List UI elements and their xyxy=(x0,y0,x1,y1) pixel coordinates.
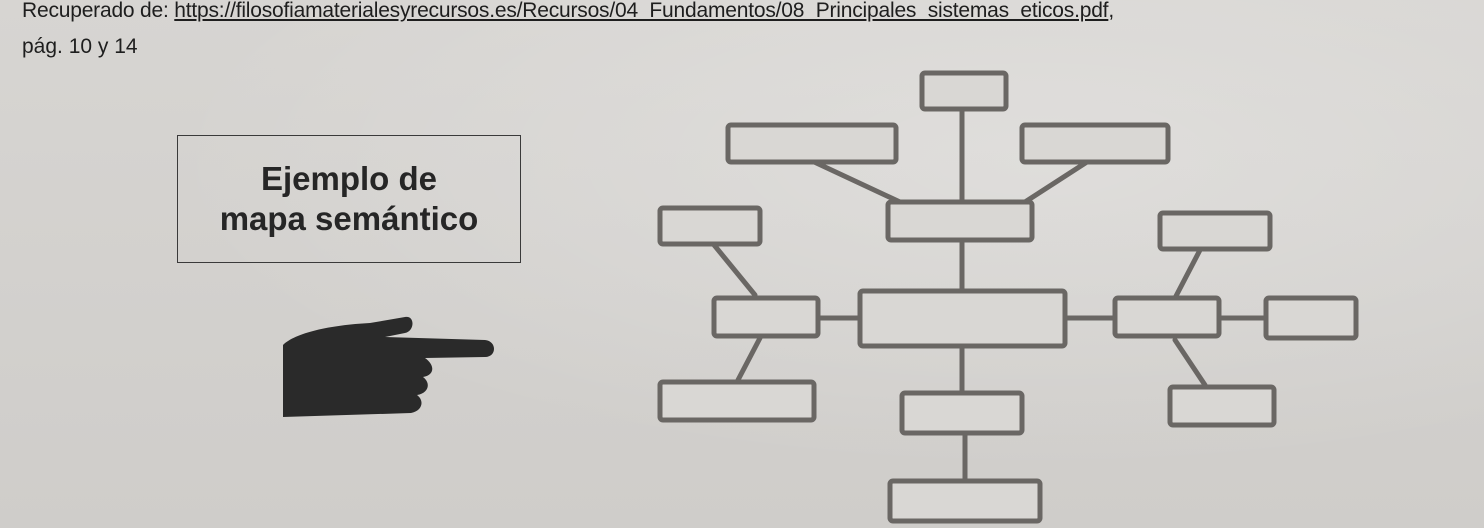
connector-top-right xyxy=(1022,157,1093,205)
connector-left-lower xyxy=(735,335,763,383)
source-citation: Recuperado de: https://filosofiamaterial… xyxy=(22,0,1114,24)
semantic-map-diagram xyxy=(657,70,1359,524)
page-reference: pág. 10 y 14 xyxy=(22,35,138,58)
source-suffix: , xyxy=(1108,0,1114,22)
map-box-left-upper xyxy=(657,205,763,247)
map-box-bottom xyxy=(887,478,1043,524)
map-box-upper-center xyxy=(885,199,1035,243)
title-line-2: mapa semántico xyxy=(219,200,479,237)
map-box-far-right xyxy=(1263,295,1359,341)
map-box-right-middle xyxy=(1112,295,1222,339)
map-box-upper-left xyxy=(725,122,899,165)
connector-top-left xyxy=(807,157,903,205)
source-label: Recuperado de: xyxy=(22,0,169,22)
title-box: Ejemplo de mapa semántico xyxy=(177,135,521,263)
connector-right-upper xyxy=(1172,247,1203,301)
map-box-left-middle xyxy=(711,295,821,339)
connector-right-lower xyxy=(1172,337,1208,388)
map-box-right-lower xyxy=(1167,384,1277,428)
connector-left-upper xyxy=(707,237,758,298)
map-box-right-upper xyxy=(1157,210,1273,252)
map-box-upper-right xyxy=(1019,122,1171,165)
source-url-link[interactable]: https://filosofiamaterialesyrecursos.es/… xyxy=(174,0,1109,22)
title-line-1: Ejemplo de xyxy=(260,160,438,197)
map-box-center xyxy=(857,288,1068,349)
map-box-center-lower xyxy=(899,390,1025,436)
map-box-top xyxy=(919,70,1009,112)
pointing-hand-icon xyxy=(283,316,494,417)
map-box-left-lower xyxy=(657,379,817,423)
